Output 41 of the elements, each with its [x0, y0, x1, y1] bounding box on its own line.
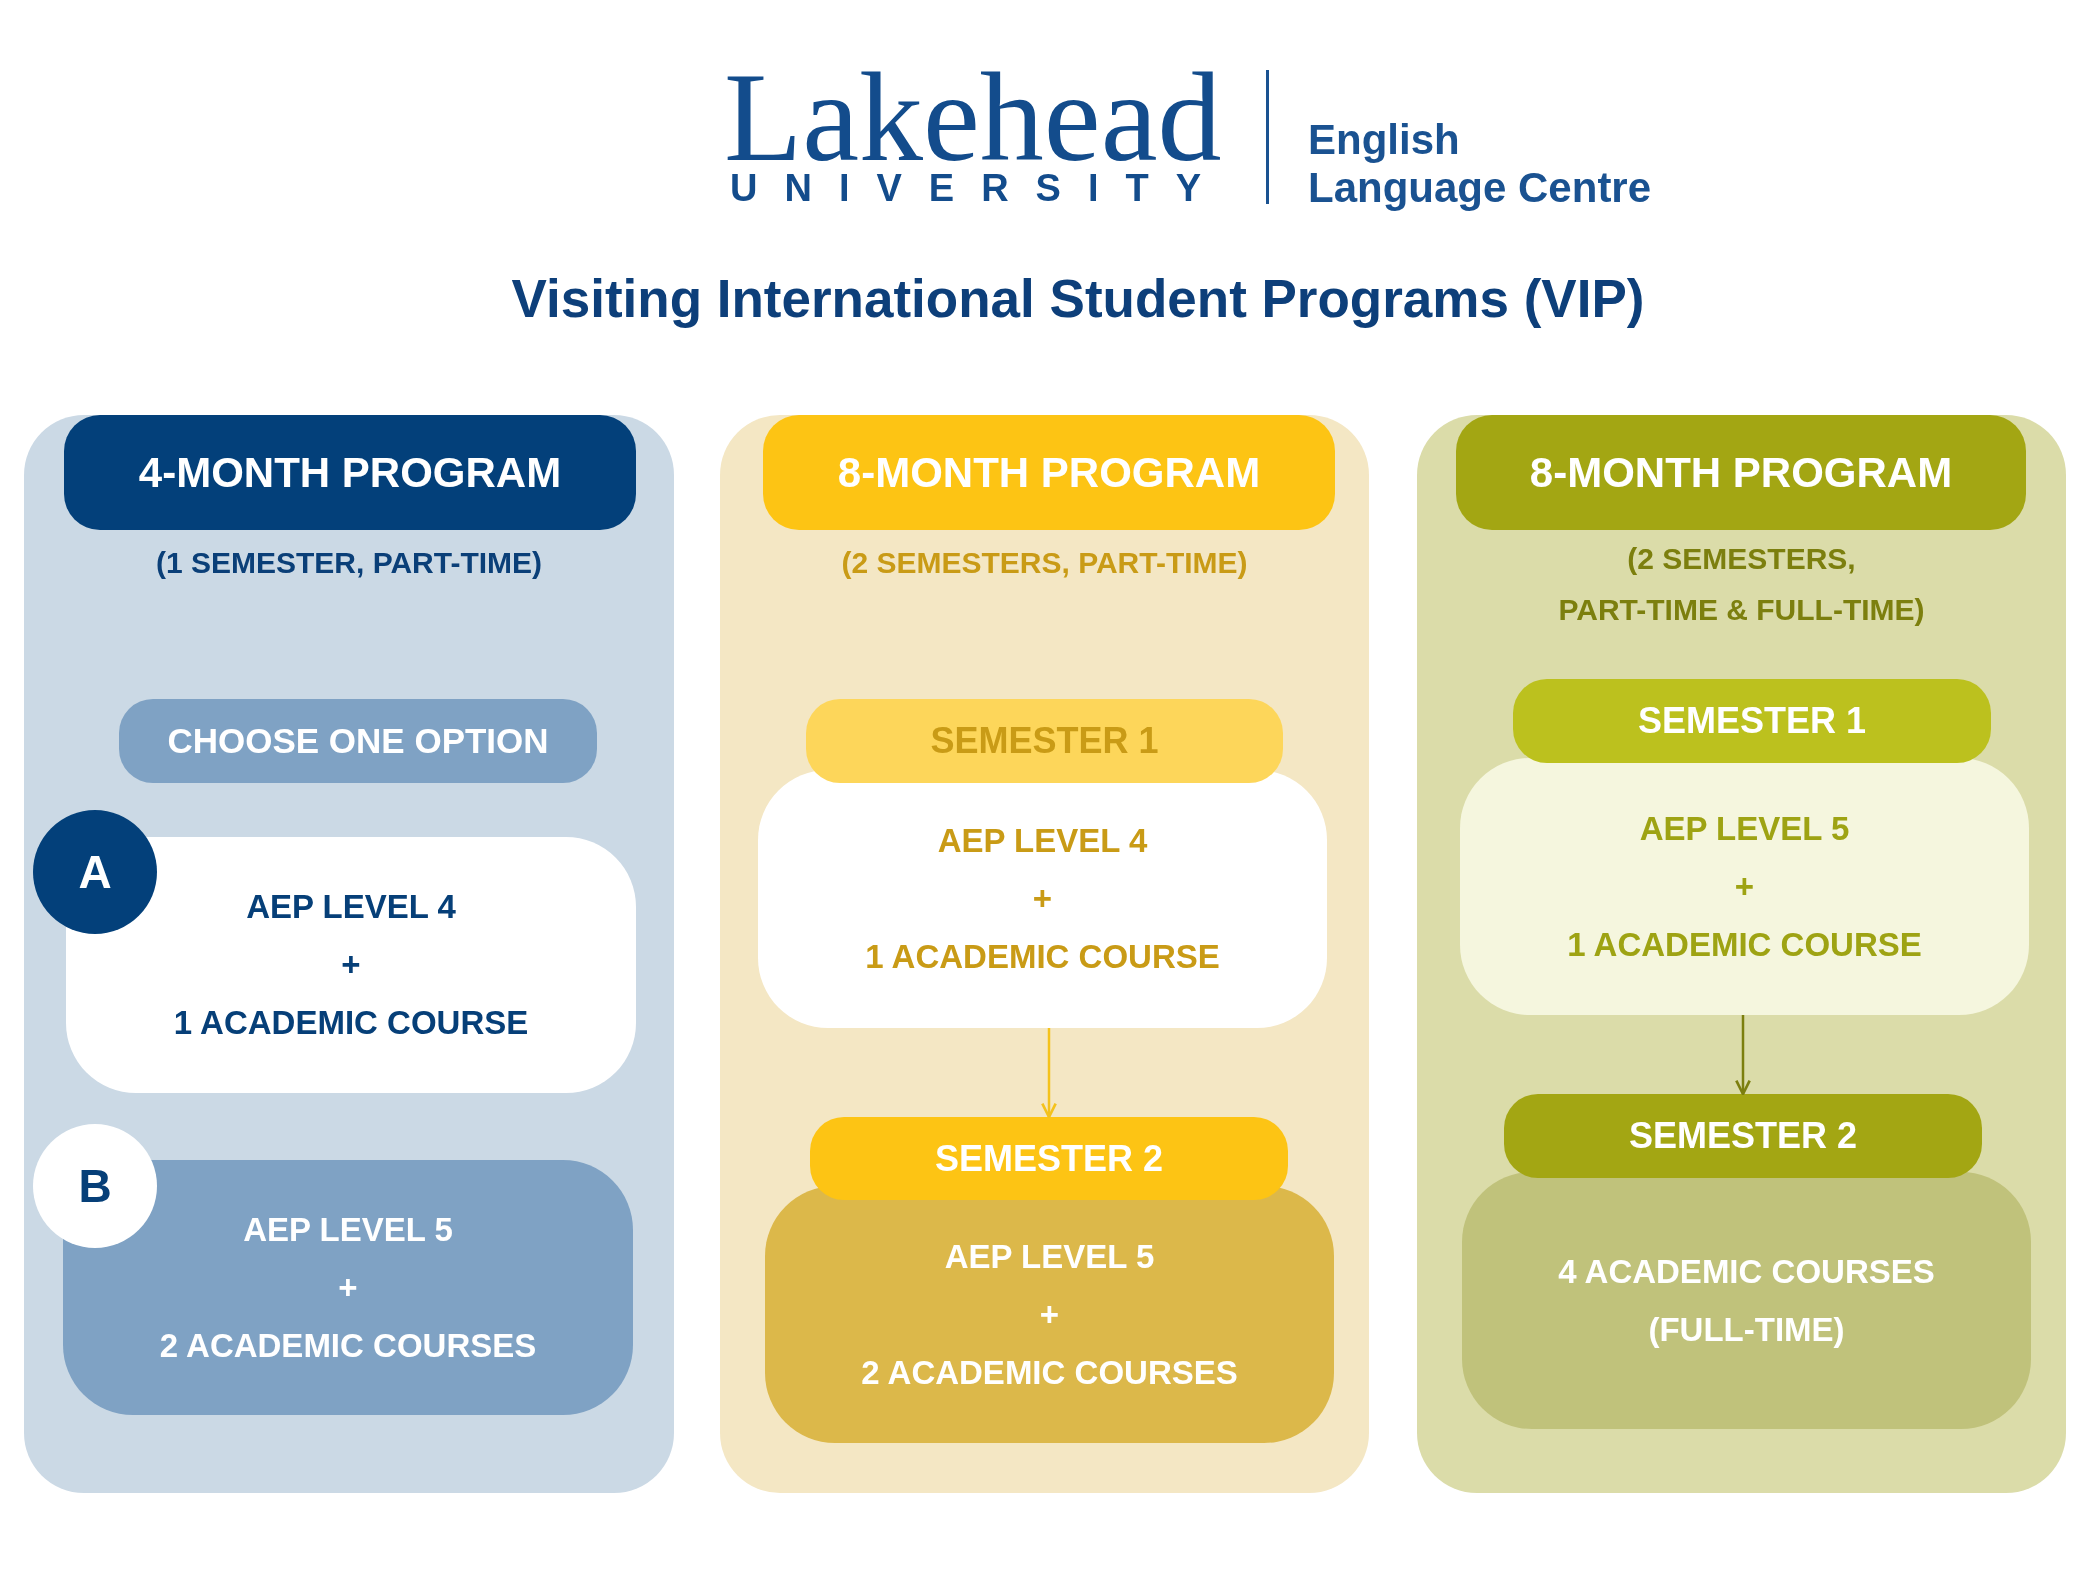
program-panel [1417, 415, 2066, 1493]
content-line: 1 ACADEMIC COURSE [865, 937, 1220, 977]
semester-tab: SEMESTER 1 [806, 699, 1283, 783]
arrow [1041, 1028, 1057, 1119]
program-heading: 8-MONTH PROGRAM [1456, 415, 2026, 530]
option-letter-circle: B [33, 1124, 157, 1248]
course-box [1460, 758, 2029, 1015]
program-subtitle: (1 SEMESTER, PART-TIME) [154, 545, 544, 581]
centre-name: English Language Centre [1308, 116, 1653, 212]
content-line: 2 ACADEMIC COURSES [861, 1352, 1238, 1393]
program-subtitle: (2 SEMESTERS, PART-TIME) [840, 545, 1249, 581]
course-box [758, 770, 1327, 1028]
instruction-banner: CHOOSE ONE OPTION [119, 699, 597, 783]
content-line: AEP LEVEL 5 [944, 1236, 1155, 1277]
program-subtitle: (2 SEMESTERS, PART-TIME & FULL-TIME) [1557, 541, 1926, 628]
content-line: AEP LEVEL 5 [243, 1209, 453, 1250]
content-line: + [1734, 866, 1755, 907]
content-line: AEP LEVEL 5 [1639, 808, 1850, 849]
content-line: + [338, 1267, 358, 1308]
content-line: AEP LEVEL 4 [937, 821, 1148, 861]
semester-tab: SEMESTER 2 [1504, 1094, 1982, 1178]
content-line: 1 ACADEMIC COURSE [173, 1003, 529, 1043]
semester-tab: SEMESTER 1 [1513, 679, 1991, 763]
option-box [63, 1160, 633, 1415]
course-box [765, 1186, 1334, 1443]
arrow [1735, 1015, 1751, 1096]
program-panel [24, 415, 674, 1493]
content-line: 4 ACADEMIC COURSES (FULL-TIME) [1557, 1251, 1936, 1350]
content-line: 2 ACADEMIC COURSES [159, 1325, 537, 1366]
program-panel [720, 415, 1369, 1493]
course-box [1462, 1172, 2031, 1429]
program-heading: 4-MONTH PROGRAM [64, 415, 636, 530]
content-line: + [1039, 1294, 1060, 1335]
content-line: 1 ACADEMIC COURSE [1567, 924, 1922, 965]
semester-tab: SEMESTER 2 [810, 1117, 1288, 1200]
option-box [66, 837, 636, 1093]
option-letter-circle: A [33, 810, 157, 934]
program-heading: 8-MONTH PROGRAM [763, 415, 1335, 530]
content-line: + [1032, 879, 1053, 919]
content-line: AEP LEVEL 4 [246, 887, 456, 927]
content-line: + [341, 945, 361, 985]
